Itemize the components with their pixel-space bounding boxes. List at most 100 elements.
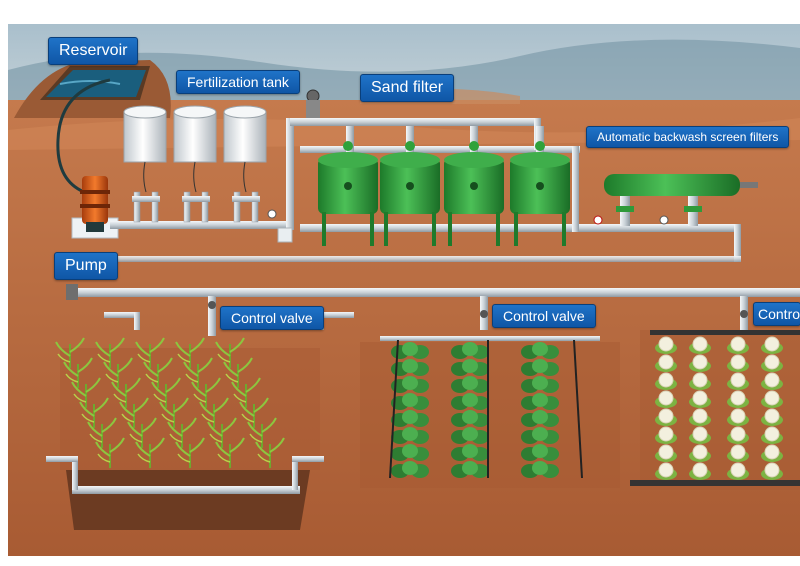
corn-plant <box>55 337 85 368</box>
cauliflower-plant <box>727 336 749 354</box>
backwash-screen-filter <box>604 174 758 226</box>
corn-plant <box>95 437 125 468</box>
corn-plant <box>103 357 133 388</box>
cauliflower-plant <box>761 336 783 354</box>
corn-plant <box>151 377 181 408</box>
corn-plant <box>215 337 245 368</box>
cauliflower-plant <box>655 372 677 390</box>
pump-body <box>82 176 108 224</box>
corn-plant <box>183 357 213 388</box>
filter-upper-manifold <box>300 146 580 153</box>
cauliflower-plant <box>761 390 783 408</box>
cauliflower-plant <box>689 390 711 408</box>
soil-cross-section <box>66 470 310 530</box>
corn-plant <box>135 337 165 368</box>
cauliflower-plant <box>761 462 783 480</box>
leafy-plant <box>391 393 429 410</box>
leafy-plant <box>521 461 559 478</box>
cauliflower-plant <box>727 372 749 390</box>
leafy-plant <box>391 427 429 444</box>
cauliflower-plant <box>761 444 783 462</box>
fertilization-tank-label: Fertilization tank <box>176 70 300 94</box>
pump-label: Pump <box>54 252 118 280</box>
fertilization-tanks <box>123 105 267 163</box>
main-supply-pipe <box>110 221 290 229</box>
cauliflower-plant <box>655 336 677 354</box>
cauliflower-plant <box>689 444 711 462</box>
cauliflower-plant <box>761 426 783 444</box>
leafy-plant <box>391 410 429 427</box>
corn-plant <box>127 417 157 448</box>
suction-hose <box>56 78 111 194</box>
cauliflower-plant <box>655 408 677 426</box>
corn-plant <box>87 417 117 448</box>
corn-plant <box>231 377 261 408</box>
cauliflower-plant <box>689 426 711 444</box>
reservoir-label: Reservoir <box>48 37 139 65</box>
corn-plant <box>255 437 285 468</box>
corn-plant <box>119 397 149 428</box>
vegetable-field <box>360 336 620 488</box>
sand-filters <box>318 126 570 246</box>
cauliflower-plant <box>727 390 749 408</box>
leafy-plant <box>521 427 559 444</box>
cauliflower-plant <box>655 354 677 372</box>
cauliflower-plant <box>689 354 711 372</box>
corn-plant <box>143 357 173 388</box>
corn-plant <box>215 437 245 468</box>
leafy-plant <box>451 461 489 478</box>
drip-header-pipe <box>380 336 600 341</box>
corn-plant <box>111 377 141 408</box>
corn-plant <box>79 397 109 428</box>
leafy-plant <box>521 410 559 427</box>
corn-plant <box>71 377 101 408</box>
corn-plant <box>191 377 221 408</box>
leafy-plant <box>451 359 489 376</box>
corn-plant <box>159 397 189 428</box>
corn-plant <box>167 417 197 448</box>
cauliflower-field <box>630 330 800 490</box>
leafy-plant <box>521 359 559 376</box>
leafy-plant <box>391 359 429 376</box>
cauliflower-plant <box>727 462 749 480</box>
filter-outlet-manifold <box>300 224 740 232</box>
leafy-plant <box>521 444 559 461</box>
backwash-filters-label: Automatic backwash screen filters <box>586 126 790 148</box>
leafy-plant <box>451 410 489 427</box>
leafy-plant <box>391 444 429 461</box>
leafy-plant <box>521 376 559 393</box>
leafy-plant <box>451 427 489 444</box>
filter-inlet-header <box>290 118 540 126</box>
cauliflower-plant <box>727 408 749 426</box>
cauliflower-plant <box>761 354 783 372</box>
leafy-plant <box>521 342 559 359</box>
corn-plant <box>199 397 229 428</box>
cauliflower-plant <box>761 408 783 426</box>
control-valve-label-3: Control <box>753 302 800 326</box>
corn-plant <box>175 437 205 468</box>
cauliflower-plant <box>689 462 711 480</box>
sand-filter-label: Sand filter <box>360 74 455 102</box>
control-valve-label-1: Control valve <box>220 306 324 330</box>
cauliflower-plant <box>761 372 783 390</box>
corn-field <box>46 337 324 530</box>
corn-plant <box>239 397 269 428</box>
leafy-plant <box>451 342 489 359</box>
leafy-plant <box>391 461 429 478</box>
corn-plant <box>63 357 93 388</box>
pressure-gauge-icon <box>267 209 277 219</box>
control-valve-label-2: Control valve <box>492 304 596 328</box>
cauliflower-plant <box>655 462 677 480</box>
leafy-plant <box>521 393 559 410</box>
cauliflower-plant <box>727 444 749 462</box>
corn-plant <box>175 337 205 368</box>
drip-supply-pipe <box>650 330 800 335</box>
cauliflower-plant <box>727 354 749 372</box>
leafy-plant <box>451 444 489 461</box>
filter-riser-pipe <box>286 118 294 230</box>
corn-plant <box>135 437 165 468</box>
corn-plant <box>95 337 125 368</box>
cauliflower-plant <box>655 444 677 462</box>
corn-plant <box>207 417 237 448</box>
